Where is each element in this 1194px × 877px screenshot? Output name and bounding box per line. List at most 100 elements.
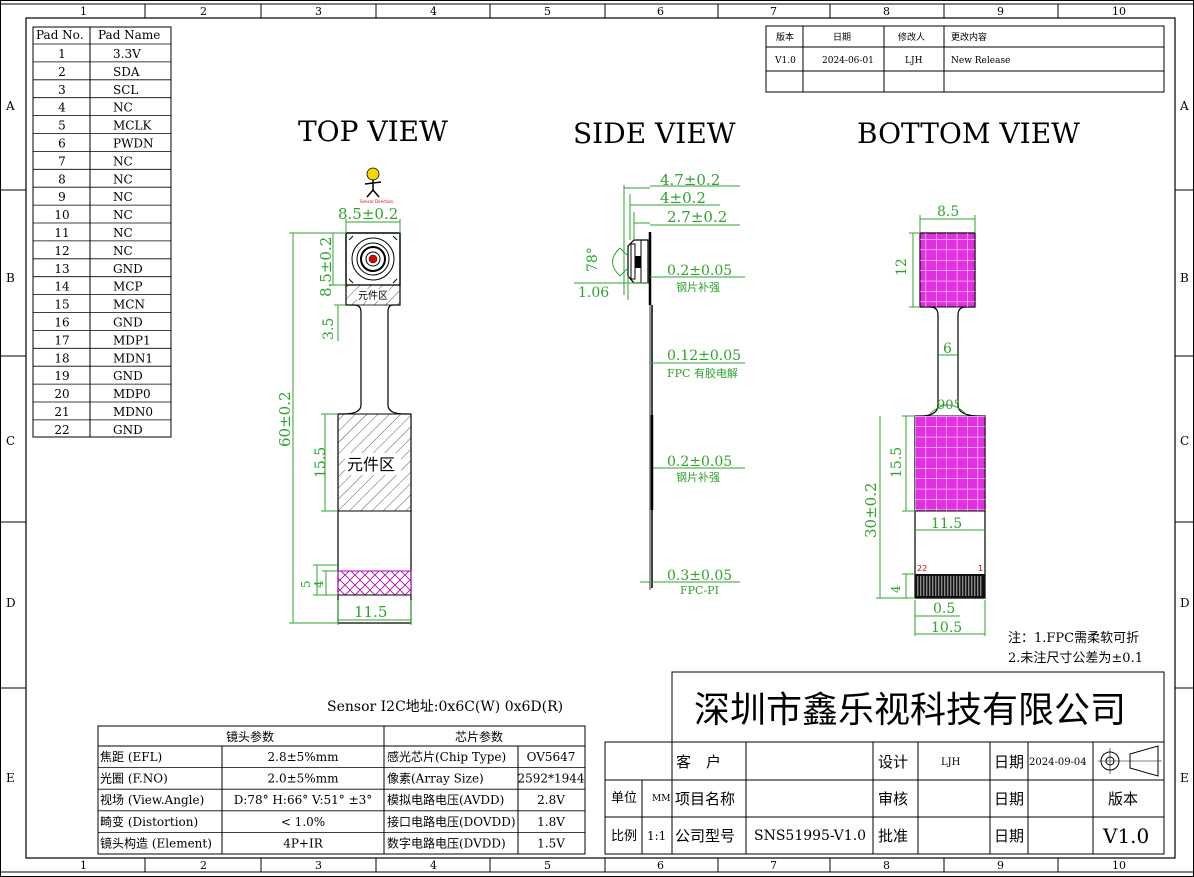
row-label: E [6,771,15,785]
gold-finger-pad [974,576,976,596]
chip-param-value: 2.8V [537,793,565,807]
row-label: C [6,434,15,448]
rev-version: V1.0 [774,56,796,66]
lens-param-label: 镜头构造 (Element) [100,835,212,850]
gold-finger-pad [917,576,919,596]
pin-number: 6 [58,137,66,151]
col-label: 2 [200,859,207,872]
chip-param-label: 感光芯片(Chip Type) [387,749,506,764]
bottom-view-title: BOTTOM VIEW [857,117,1080,150]
row-label: B [1180,271,1189,285]
pin-number: 11 [54,226,69,240]
pin-number: 1 [58,47,66,61]
gold-finger-pad [953,576,955,596]
pin-name: MDN0 [113,405,153,419]
lens-param-label: 光圈 (F.NO) [100,772,168,786]
row-label: C [1180,434,1189,448]
col-label: 4 [430,859,437,872]
side-view-title: SIDE VIEW [573,117,736,150]
col-label: 5 [544,5,551,18]
lens-params-header: 镜头参数 [226,729,274,744]
note-2: 2.未注尺寸公差为±0.1 [1008,651,1143,666]
pin-number: 21 [54,405,69,419]
pin-number: 16 [54,316,69,330]
pin-name: NC [113,226,133,240]
bottom-view: 22 1 8.5 12 6 90° 15.5 30±0.2 11.5 4 0.5… [862,204,986,636]
version-label: 版本 [1108,790,1138,808]
dim-top-width: 8.5±0.2 [338,205,398,223]
dim-bottom-h: 12 [894,258,910,276]
col-label: 9 [997,859,1004,872]
company-name: 深圳市鑫乐视科技有限公司 [694,690,1126,731]
col-label: 9 [997,5,1004,18]
pin-number: 8 [58,172,66,186]
row-label: D [6,596,16,610]
dim-pad-5: 5 [299,580,313,588]
dim-side-stiff1: 0.2±0.05 [667,263,732,279]
dim-bottom-width: 11.5 [354,603,387,621]
row-label: B [6,271,15,285]
inner-border [25,17,1176,859]
pin-number: 9 [58,190,66,204]
approve-label: 批准 [878,827,908,845]
date3-label: 日期 [994,827,1024,845]
gold-finger-pad [941,576,943,596]
pin-name: 3.3V [113,47,141,61]
gold-finger-pad [938,576,940,596]
unit-label: 单位 [611,791,637,806]
dim-bottom-total: 30±0.2 [862,482,880,538]
pin-name: SCL [113,83,138,97]
dim-side-4.7: 4.7±0.2 [660,171,720,189]
chip-params-header: 芯片参数 [455,729,503,744]
col-label: 7 [770,5,777,18]
pin-header-name: Pad Name [98,28,160,42]
pin-last-label: 1 [978,564,983,573]
chip-param-label: 数字电路电压(DVDD) [387,835,506,850]
col-label: 5 [544,859,551,872]
top-view-title: TOP VIEW [298,115,448,148]
row-label: E [1180,771,1189,785]
dim-side-2.7: 2.7±0.2 [667,208,727,226]
top-view: Sensor Direction 元件区 元件区 8.5±0.2 8.5±0.2 [276,167,412,625]
dim-side-1.06: 1.06 [578,285,609,301]
pin-name: NC [113,190,133,204]
projection-symbol-icon [1098,745,1162,777]
lens-param-label: 视场 (View.Angle) [100,792,204,807]
chip-param-label: 接口电路电压(DOVDD) [387,814,516,829]
dim-side-fpc: 0.12±0.05 [667,348,741,364]
gold-finger-pad [968,576,970,596]
pin-name: GND [113,316,143,330]
revision-table: 版本 日期 修改人 更改内容 V1.0 2024-06-01 LJH New R… [765,25,1165,93]
pin-header-no: Pad No. [36,28,84,42]
rev-header: 修改人 [898,31,925,43]
pin-number: 7 [58,154,66,168]
note-side-stiff1: 钢片补强 [676,281,720,294]
version-value: V1.0 [1102,824,1149,848]
pin-name: NC [113,172,133,186]
dim-bottom-pad-h: 4 [889,585,903,593]
gold-finger-pad [935,576,937,596]
gold-finger-pad [956,576,958,596]
pin-name: NC [113,244,133,258]
pin-number: 18 [54,351,69,365]
pin-name: PWDN [113,137,154,151]
pin-number: 22 [54,423,69,437]
gold-finger-pad [932,576,934,596]
col-label: 6 [657,5,664,18]
row-markers: A B C D E A B C D E [0,99,1194,785]
lens-param-value: 2.0±5%mm [268,772,340,786]
col-label: 1 [80,5,87,18]
gold-finger-pad [971,576,973,596]
gold-finger-pad [950,576,952,596]
col-label: 10 [1112,5,1126,18]
pin-number: 3 [58,83,66,97]
date2-label: 日期 [994,790,1024,808]
pin-number: 20 [54,387,69,401]
chip-param-label: 模拟电路电压(AVDD) [387,792,504,807]
pin-name: SDA [113,65,140,79]
i2c-address: Sensor I2C地址:0x6C(W) 0x6D(R) [327,699,563,715]
pin-name: MDP0 [113,387,151,401]
chip-param-value: 2592*1944 [517,772,584,786]
gold-finger-pad [959,576,961,596]
